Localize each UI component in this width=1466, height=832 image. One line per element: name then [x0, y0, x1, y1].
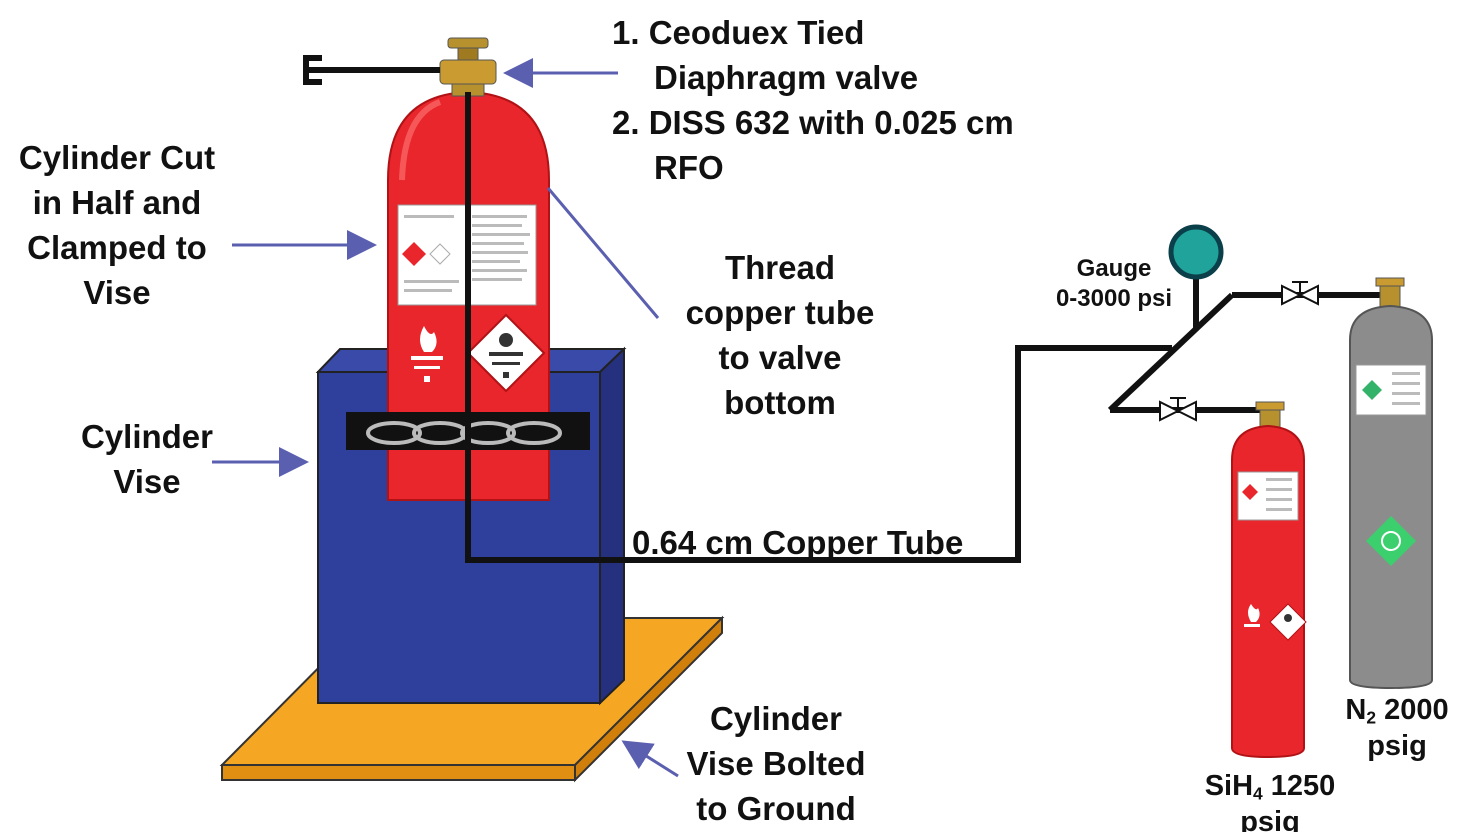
valve-callout-2-line2: RFO [654, 149, 724, 186]
n2-formula: N [1345, 694, 1367, 726]
callout-line: bottom [724, 384, 836, 421]
cylinder-cut-callout: Cylinder Cut in Half and Clamped to Vise [4, 135, 230, 315]
valve-icon [1159, 281, 1319, 422]
n2-label: N2 2000 psig [1332, 692, 1462, 764]
valve-callout-1: 1. Ceoduex Tied Diaphragm valve 2. DISS … [612, 10, 1014, 190]
gauge-label-line: Gauge [1076, 255, 1152, 282]
hazard-diamond-icon [1269, 603, 1307, 641]
callout-line: to Ground [696, 790, 856, 827]
callout-line: Clamped to [27, 229, 207, 266]
callout-line: in Half and [32, 184, 202, 221]
valve-callout-1-line2: Diaphragm valve [654, 59, 919, 96]
callout-line: Vise [113, 463, 181, 500]
n2-pressure: 2000 [1376, 694, 1449, 726]
callout-arrows [212, 58, 679, 778]
gauge-icon [1168, 224, 1224, 280]
valve-callout-2-line1: 2. DISS 632 with 0.025 cm [612, 104, 1014, 141]
callout-line: Cylinder [709, 700, 843, 737]
flame-icon [411, 326, 443, 382]
callout-line: copper tube [685, 294, 875, 331]
sih4-subscript: 4 [1253, 783, 1263, 804]
n2-subscript: 2 [1366, 707, 1377, 728]
callout-line: to valve [718, 339, 842, 376]
callout-line: Vise Bolted [686, 745, 866, 782]
callout-line: Vise [83, 274, 151, 311]
cylinder-vise-callout: Cylinder Vise [62, 414, 232, 504]
sih4-label-line2: psig [1240, 806, 1300, 832]
diaphragm-valve-icon [439, 37, 497, 97]
n2-cylinder [1349, 277, 1433, 690]
sih4-label-line1: SiH4 1250 [1190, 768, 1350, 804]
flammable-diamond-icon [402, 242, 426, 266]
callout-line: Cylinder Cut [18, 139, 216, 176]
sih4-pressure: 1250 [1262, 770, 1336, 802]
n2-label-line2: psig [1367, 730, 1427, 762]
gauge-label-line: 0-3000 psi [1055, 285, 1173, 312]
gauge-label: Gauge 0-3000 psi [1040, 254, 1188, 314]
copper-tube-label: 0.64 cm Copper Tube [632, 524, 964, 561]
valve-callout-1-line1: 1. Ceoduex Tied [612, 14, 865, 51]
callout-line: Cylinder [80, 418, 214, 455]
toxic-diamond-icon [466, 313, 546, 393]
globe-icon [1366, 516, 1416, 566]
thread-tube-callout: Thread copper tube to valve bottom [660, 245, 900, 425]
n2-label-line1: N2 2000 [1332, 692, 1462, 728]
vise-bolted-callout: Cylinder Vise Bolted to Ground [660, 696, 892, 831]
copper-tube [465, 92, 1172, 563]
sih4-formula: SiH [1204, 770, 1254, 802]
callout-line: Thread [724, 249, 836, 286]
sih4-cylinder [1231, 401, 1307, 759]
sih4-label: SiH4 1250 psig [1190, 768, 1350, 832]
